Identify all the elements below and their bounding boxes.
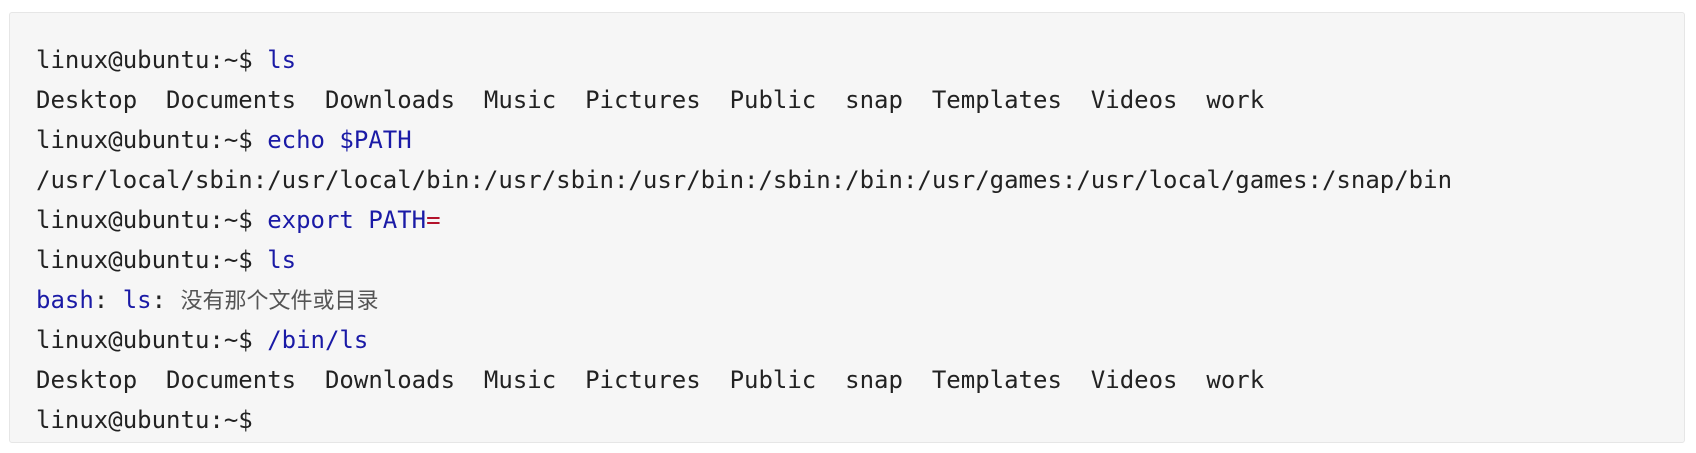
shell-prompt: linux@ubuntu:~$ bbox=[36, 206, 268, 234]
shell-prompt: linux@ubuntu:~$ bbox=[36, 46, 268, 74]
shell-prompt: linux@ubuntu:~$ bbox=[36, 326, 268, 354]
terminal-line-1: linux@ubuntu:~$ ls bbox=[36, 40, 1684, 80]
terminal-line-3: linux@ubuntu:~$ echo $PATH bbox=[36, 120, 1684, 160]
command-output: Desktop Documents Downloads Music Pictur… bbox=[36, 366, 1265, 394]
terminal-line-5: linux@ubuntu:~$ export PATH= bbox=[36, 200, 1684, 240]
command-output: Desktop Documents Downloads Music Pictur… bbox=[36, 86, 1265, 114]
error-separator: : bbox=[151, 286, 181, 314]
shell-command: echo $PATH bbox=[267, 126, 412, 154]
shell-prompt: linux@ubuntu:~$ bbox=[36, 406, 253, 434]
terminal-line-10: linux@ubuntu:~$ bbox=[36, 400, 1684, 440]
error-message: 没有那个文件或目录 bbox=[180, 289, 379, 314]
terminal-line-7: bash: ls: 没有那个文件或目录 bbox=[36, 280, 1684, 320]
shell-prompt: linux@ubuntu:~$ bbox=[36, 246, 268, 274]
error-separator: : bbox=[93, 286, 123, 314]
terminal-line-6: linux@ubuntu:~$ ls bbox=[36, 240, 1684, 280]
error-command-name: ls bbox=[122, 286, 152, 314]
assignment-operator: = bbox=[426, 206, 441, 234]
shell-prompt: linux@ubuntu:~$ bbox=[36, 126, 268, 154]
terminal-line-8: linux@ubuntu:~$ /bin/ls bbox=[36, 320, 1684, 360]
error-shell-name: bash bbox=[36, 286, 94, 314]
terminal-line-9: Desktop Documents Downloads Music Pictur… bbox=[36, 360, 1684, 400]
shell-command: ls bbox=[267, 46, 297, 74]
terminal-line-4: /usr/local/sbin:/usr/local/bin:/usr/sbin… bbox=[36, 160, 1684, 200]
shell-command: /bin/ls bbox=[267, 326, 369, 354]
terminal-code-block: linux@ubuntu:~$ ls Desktop Documents Dow… bbox=[9, 12, 1685, 443]
shell-command: export PATH bbox=[267, 206, 427, 234]
terminal-line-2: Desktop Documents Downloads Music Pictur… bbox=[36, 80, 1684, 120]
shell-command: ls bbox=[267, 246, 297, 274]
command-output: /usr/local/sbin:/usr/local/bin:/usr/sbin… bbox=[36, 166, 1453, 194]
